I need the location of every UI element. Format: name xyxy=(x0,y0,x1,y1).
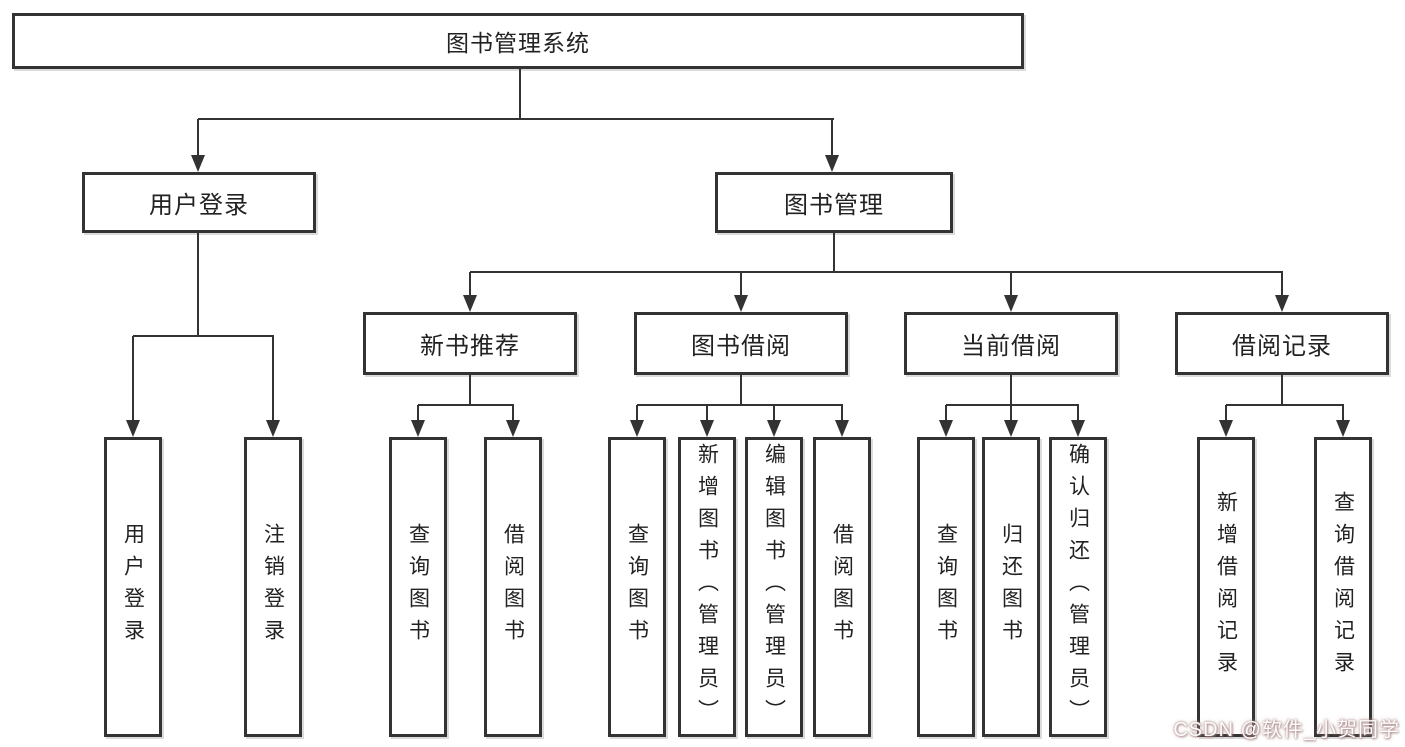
connector-line xyxy=(706,405,708,421)
connector-line xyxy=(198,118,834,120)
arrowhead-down xyxy=(734,295,748,312)
node-library-management-system: 图书管理系统 xyxy=(12,13,1024,69)
connector-line xyxy=(946,404,1079,406)
node-new-book-recommendation: 新书推荐 xyxy=(363,312,577,375)
connector-line xyxy=(740,272,742,296)
connector-line xyxy=(740,374,742,405)
arrowhead-down xyxy=(266,420,280,437)
leaf-confirm-return-admin: 确认归还（管理员） xyxy=(1049,437,1107,737)
node-label: 查询图书 xyxy=(625,523,649,651)
node-label: 新书推荐 xyxy=(420,333,520,360)
arrowhead-down xyxy=(126,420,140,437)
connector-line xyxy=(1010,272,1012,296)
leaf-return-books: 归还图书 xyxy=(982,437,1040,737)
arrowhead-down xyxy=(939,420,953,437)
arrowhead-down xyxy=(1071,420,1085,437)
leaf-user-login: 用户登录 xyxy=(104,437,162,737)
connector-line xyxy=(841,405,843,421)
arrowhead-down xyxy=(506,420,520,437)
leaf-edit-books-admin: 编辑图书（管理员） xyxy=(745,437,803,737)
leaf-query-books-recommend: 查询图书 xyxy=(389,437,447,737)
arrowhead-down xyxy=(700,420,714,437)
arrowhead-down xyxy=(825,155,839,172)
leaf-add-borrow-record: 新增借阅记录 xyxy=(1197,437,1255,737)
leaf-logout: 注销登录 xyxy=(244,437,302,737)
connector-line xyxy=(512,405,514,421)
connector-line xyxy=(418,404,514,406)
connector-line xyxy=(470,271,1283,273)
node-label: 图书管理系统 xyxy=(446,30,590,56)
node-label: 用户登录 xyxy=(121,523,145,651)
connector-line xyxy=(132,336,134,421)
arrowhead-down xyxy=(1336,420,1350,437)
node-label: 借阅记录 xyxy=(1232,333,1332,360)
leaf-borrow-books-recommend: 借阅图书 xyxy=(484,437,542,737)
node-label: 查询图书 xyxy=(934,523,958,651)
node-label: 图书管理 xyxy=(784,192,884,219)
connector-line xyxy=(1225,405,1227,421)
leaf-query-borrow-record: 查询借阅记录 xyxy=(1314,437,1372,737)
csdn-watermark: CSDN @软件_小贺同学 xyxy=(1173,719,1400,741)
connector-line xyxy=(272,336,274,421)
connector-line xyxy=(197,119,199,156)
connector-line xyxy=(133,335,274,337)
connector-line xyxy=(469,374,471,405)
node-user-login: 用户登录 xyxy=(82,172,316,233)
connector-line xyxy=(1077,405,1079,421)
arrowhead-down xyxy=(1004,420,1018,437)
node-label: 当前借阅 xyxy=(961,333,1061,360)
connector-line xyxy=(833,232,835,272)
node-label: 图书借阅 xyxy=(691,333,791,360)
connector-line xyxy=(1281,374,1283,405)
connector-line xyxy=(469,272,471,296)
connector-line xyxy=(636,405,638,421)
arrowhead-down xyxy=(1219,420,1233,437)
node-label: 查询借阅记录 xyxy=(1331,491,1355,683)
leaf-add-books-admin: 新增图书（管理员） xyxy=(678,437,736,737)
leaf-query-books-borrowing: 查询图书 xyxy=(608,437,666,737)
connector-line xyxy=(197,232,199,336)
connector-line xyxy=(831,119,833,156)
leaf-borrow-books: 借阅图书 xyxy=(813,437,871,737)
node-book-management: 图书管理 xyxy=(715,172,953,233)
node-label: 新增借阅记录 xyxy=(1214,491,1238,683)
node-label: 编辑图书（管理员） xyxy=(762,443,786,731)
connector-line xyxy=(1342,405,1344,421)
arrowhead-down xyxy=(411,420,425,437)
node-label: 新增图书（管理员） xyxy=(695,443,719,731)
node-label: 注销登录 xyxy=(261,523,285,651)
connector-line xyxy=(773,405,775,421)
connector-line xyxy=(637,404,843,406)
node-borrowing-records: 借阅记录 xyxy=(1175,312,1389,375)
node-label: 确认归还（管理员） xyxy=(1066,443,1090,731)
arrowhead-down xyxy=(767,420,781,437)
connector-line xyxy=(1281,272,1283,296)
node-label: 借阅图书 xyxy=(830,523,854,651)
node-label: 归还图书 xyxy=(999,523,1023,651)
connector-line xyxy=(519,68,521,119)
connector-line xyxy=(1010,405,1012,421)
connector-line xyxy=(945,405,947,421)
connector-line xyxy=(417,405,419,421)
node-label: 查询图书 xyxy=(406,523,430,651)
node-book-borrowing: 图书借阅 xyxy=(634,312,848,375)
arrowhead-down xyxy=(1004,295,1018,312)
connector-line xyxy=(1226,404,1344,406)
node-label: 用户登录 xyxy=(149,192,249,219)
arrowhead-down xyxy=(463,295,477,312)
arrowhead-down xyxy=(835,420,849,437)
arrowhead-down xyxy=(1275,295,1289,312)
node-current-borrowing: 当前借阅 xyxy=(904,312,1118,375)
leaf-query-books-current: 查询图书 xyxy=(917,437,975,737)
node-label: 借阅图书 xyxy=(501,523,525,651)
connector-line xyxy=(1010,374,1012,405)
arrowhead-down xyxy=(630,420,644,437)
arrowhead-down xyxy=(191,155,205,172)
